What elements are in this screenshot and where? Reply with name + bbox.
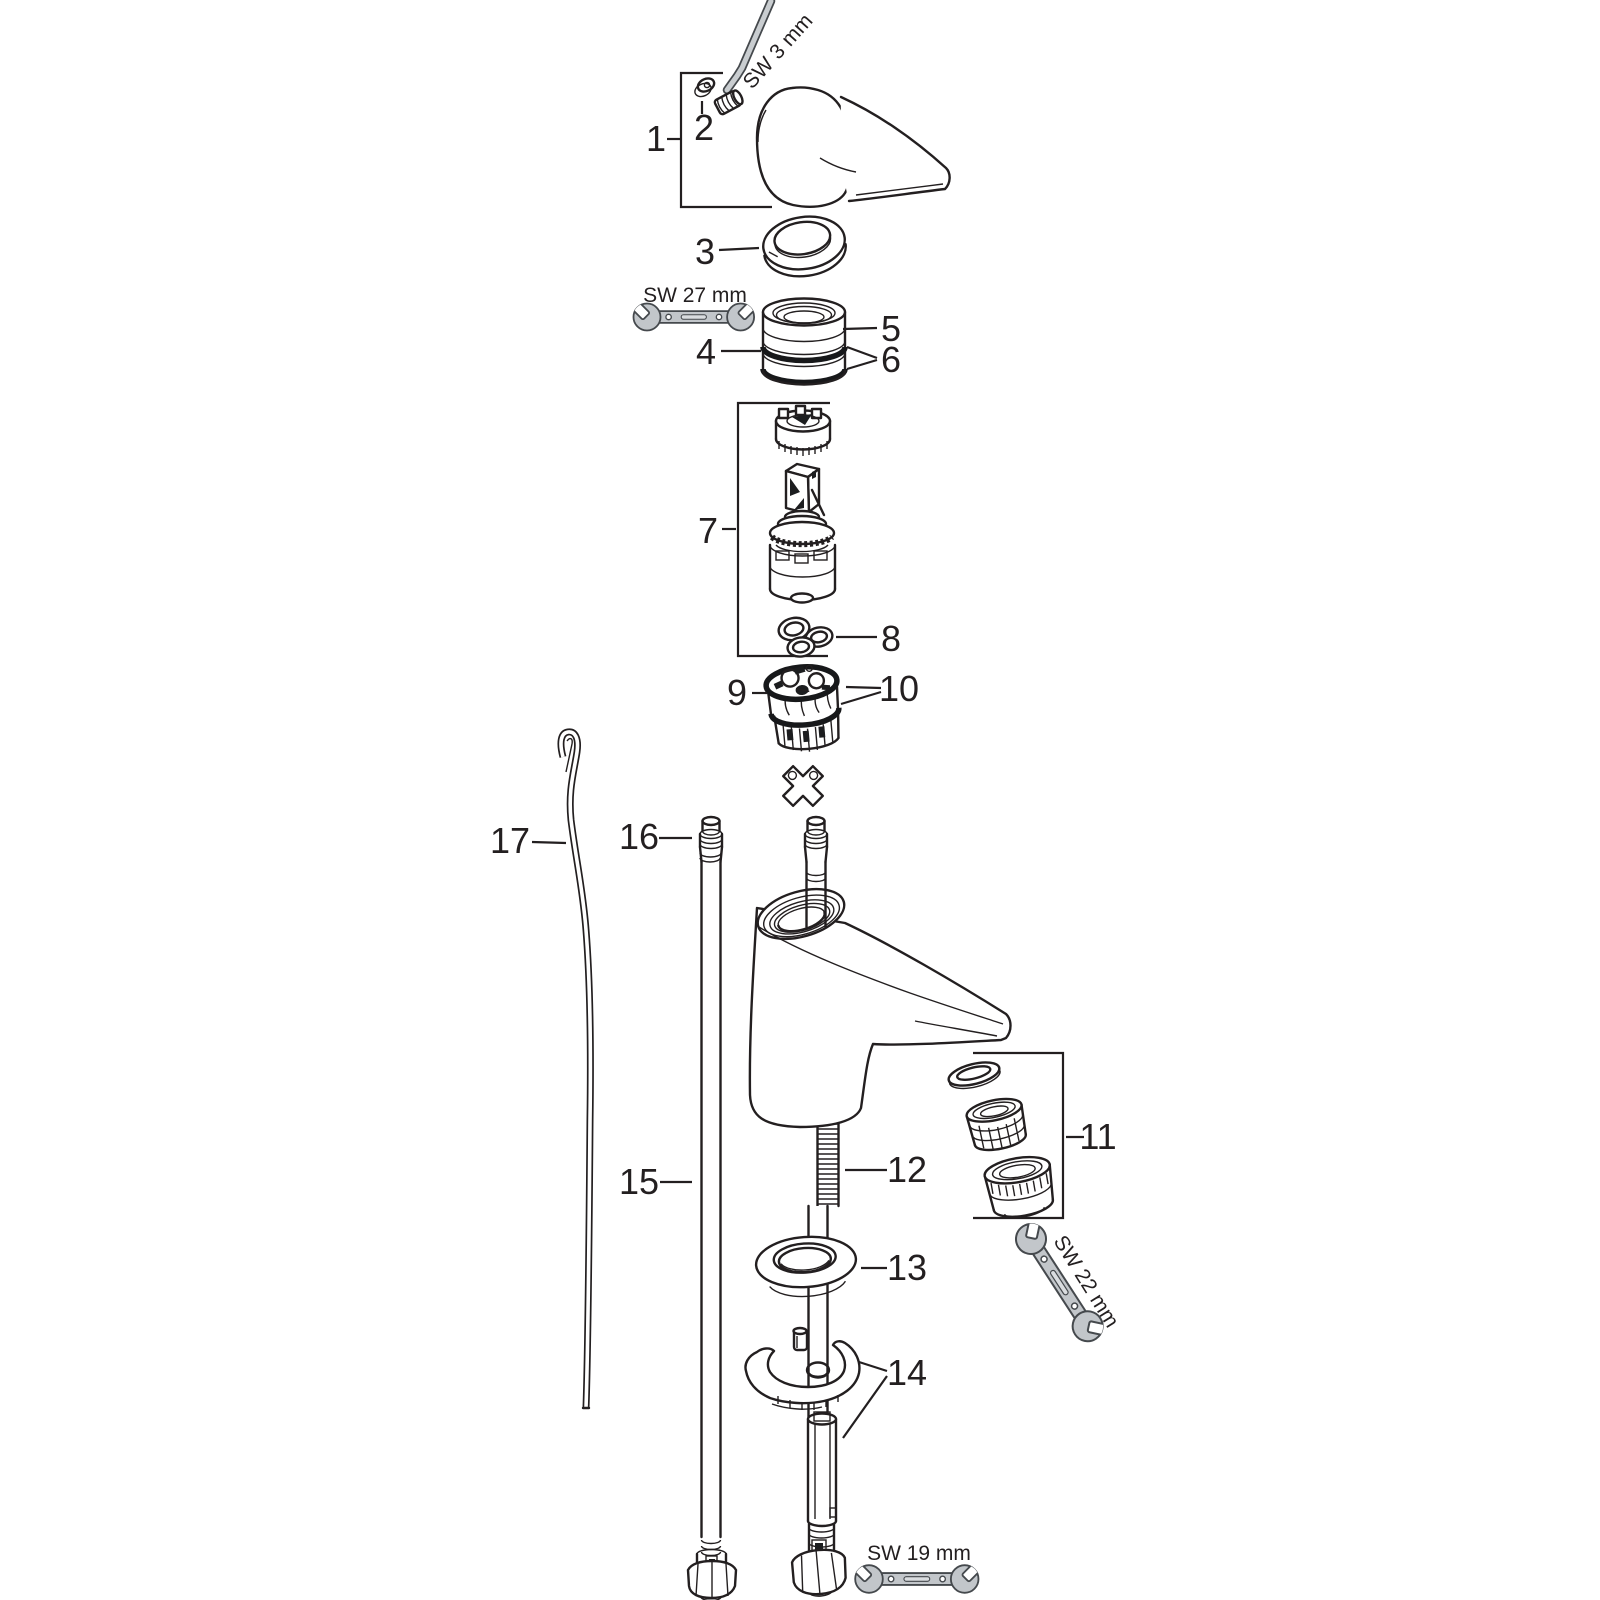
part-2-plug-and-setscrew bbox=[694, 77, 744, 116]
leader-17 bbox=[531, 840, 567, 845]
part-1-bracket bbox=[667, 71, 772, 209]
star-gasket bbox=[782, 765, 824, 807]
part-label-2: 2 bbox=[694, 107, 714, 148]
part-label-12: 12 bbox=[887, 1149, 927, 1190]
leader-10 bbox=[840, 685, 882, 706]
allen-key-icon bbox=[722, 0, 776, 95]
part-label-1: 1 bbox=[646, 118, 666, 159]
body-hose-stub bbox=[777, 815, 829, 933]
part-label-13: 13 bbox=[887, 1247, 927, 1288]
part-label-16: 16 bbox=[619, 816, 659, 857]
part-17-pull-rod bbox=[557, 728, 594, 1410]
part-3-handle-ring bbox=[762, 215, 847, 278]
part-label-8: 8 bbox=[881, 618, 901, 659]
part-label-11: 11 bbox=[1079, 1116, 1116, 1157]
part-13-base-ring bbox=[754, 1235, 858, 1298]
part-14-mounting-set bbox=[744, 1326, 861, 1528]
part-15-16-supply-hose bbox=[686, 815, 738, 1600]
part-label-3: 3 bbox=[695, 231, 715, 272]
aerator-housing bbox=[983, 1155, 1055, 1219]
faucet-handle bbox=[755, 86, 951, 208]
leader-6 bbox=[846, 345, 878, 371]
part-label-10: 10 bbox=[879, 668, 919, 709]
part-label-6: 6 bbox=[881, 339, 901, 380]
cartridge-ring-nut bbox=[774, 404, 832, 456]
part-label-7: 7 bbox=[698, 510, 718, 551]
wrench-19-size-label: SW 19 mm bbox=[867, 1542, 971, 1565]
part-label-17: 17 bbox=[490, 820, 530, 861]
open-end-wrench-22-icon bbox=[1006, 1207, 1120, 1353]
part-7-bracket bbox=[722, 401, 830, 658]
aerator-seal bbox=[947, 1061, 1001, 1090]
part-4-cartridge-nut bbox=[760, 297, 848, 386]
aerator-insert bbox=[965, 1097, 1027, 1152]
cartridge bbox=[768, 462, 837, 604]
part-9-insert-body bbox=[763, 664, 842, 752]
part-8-seal-set bbox=[777, 616, 834, 658]
faucet-body bbox=[748, 887, 1012, 1129]
part-label-4: 4 bbox=[696, 331, 716, 372]
leader-5 bbox=[842, 326, 878, 331]
part-label-14: 14 bbox=[887, 1352, 927, 1393]
leader-3 bbox=[718, 246, 760, 252]
part-label-15: 15 bbox=[619, 1161, 659, 1202]
part-label-9: 9 bbox=[727, 672, 747, 713]
hose-lower-connector bbox=[790, 1522, 847, 1597]
wrench-27-size-label: SW 27 mm bbox=[643, 284, 747, 307]
leader-14 bbox=[842, 1360, 888, 1439]
part-label-5: 5 bbox=[881, 308, 901, 349]
